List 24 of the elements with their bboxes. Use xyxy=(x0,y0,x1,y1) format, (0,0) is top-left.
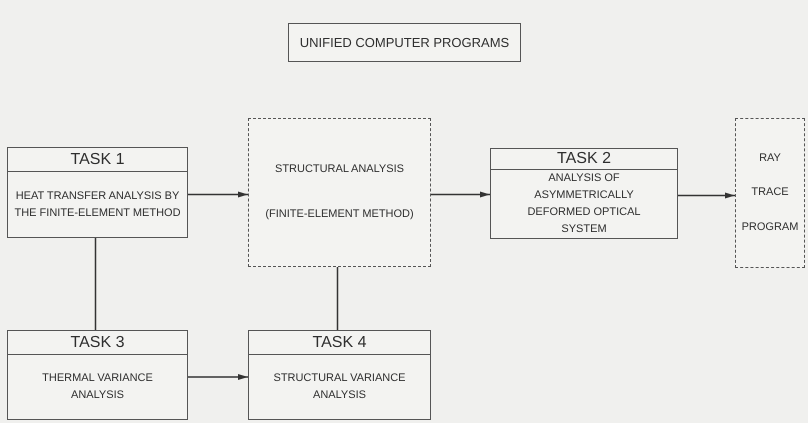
program-text: (FINITE-ELEMENT METHOD) xyxy=(265,208,414,222)
task-box xyxy=(490,148,678,239)
connector-arrow xyxy=(188,192,248,198)
task-heading: TASK 4 xyxy=(312,334,366,350)
program-box xyxy=(248,118,431,267)
connector-arrow xyxy=(431,192,490,198)
task-box xyxy=(7,147,188,238)
program-text: PROGRAM xyxy=(742,220,798,234)
task-description: THERMAL VARIANCE ANALYSIS xyxy=(41,371,154,403)
task-description: ANALYSIS OF ASYMMETRICALLY DEFORMED OPTICAL SYSTEM xyxy=(526,171,642,237)
program-text: STRUCTURAL ANALYSIS xyxy=(275,162,404,177)
diagram-title: UNIFIED COMPUTER PROGRAMS xyxy=(300,34,510,52)
task-heading: TASK 2 xyxy=(557,151,611,167)
task-description: STRUCTURAL VARIANCE ANALYSIS xyxy=(272,371,407,403)
program-text: RAY xyxy=(759,152,781,166)
connector-arrow xyxy=(678,192,735,198)
task-heading: TASK 1 xyxy=(70,152,124,168)
task-box xyxy=(7,330,188,420)
program-box xyxy=(735,118,805,268)
connector-arrow xyxy=(188,374,248,380)
task-description: HEAT TRANSFER ANALYSIS BY THE FINITE-ELEMENT METHOD xyxy=(13,188,182,220)
task-box xyxy=(248,330,431,420)
program-text: TRACE xyxy=(751,186,789,200)
task-heading: TASK 3 xyxy=(70,334,124,350)
